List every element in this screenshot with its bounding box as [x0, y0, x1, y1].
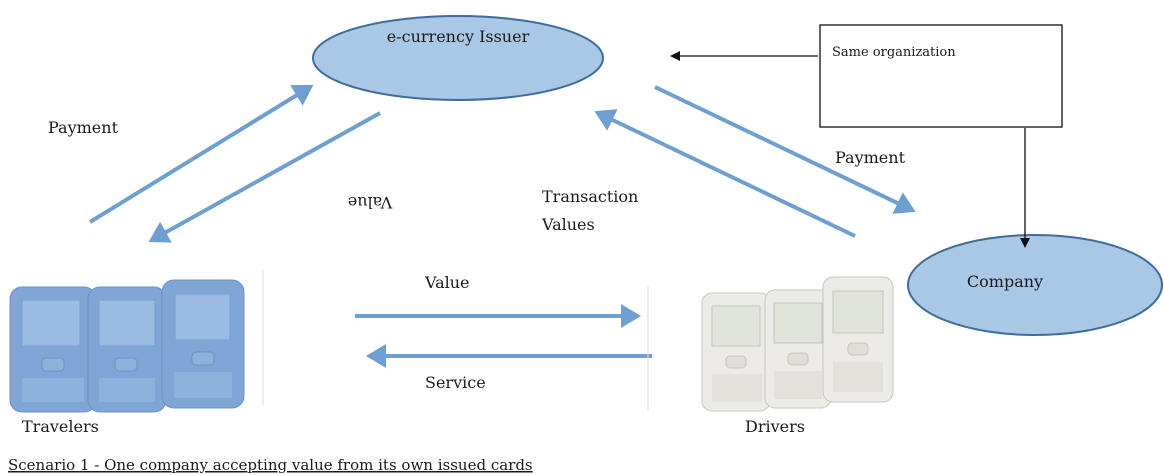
drivers-phones-icon	[701, 276, 894, 412]
value-mid-label: Value	[424, 273, 470, 292]
issuer-label: e-currency Issuer	[387, 27, 530, 46]
company-label: Company	[967, 272, 1043, 291]
issuer-to-travelers-value-arrow	[148, 111, 381, 243]
transaction-label-line1: Transaction	[542, 187, 638, 206]
phone-icon	[701, 292, 771, 412]
drivers-label: Drivers	[745, 417, 805, 436]
drivers-to-issuer-transaction-arrow	[594, 109, 856, 238]
payment-right-label: Payment	[835, 148, 906, 167]
same-organization-label: Same organization	[832, 45, 956, 60]
service-mid-label: Service	[425, 373, 486, 392]
phone-icon	[822, 276, 894, 403]
issuer-to-company-payment-arrow	[654, 85, 916, 214]
travelers-to-issuer-payment-arrow	[88, 84, 314, 224]
issuer-node	[312, 15, 604, 101]
phone-icon	[161, 279, 245, 409]
figure-caption: Scenario 1 - One company accepting value…	[8, 456, 533, 474]
payment-left-label: Payment	[48, 118, 119, 137]
value-upside-down-label: Value	[348, 193, 394, 212]
transaction-label-line2: Values	[541, 215, 595, 234]
company-node	[907, 234, 1163, 336]
phone-icon	[9, 286, 97, 413]
phone-icon	[764, 289, 832, 409]
phone-icon	[87, 286, 167, 413]
same-organization-box	[819, 24, 1063, 128]
travelers-phones-icon	[9, 279, 245, 413]
travelers-label: Travelers	[22, 417, 99, 436]
